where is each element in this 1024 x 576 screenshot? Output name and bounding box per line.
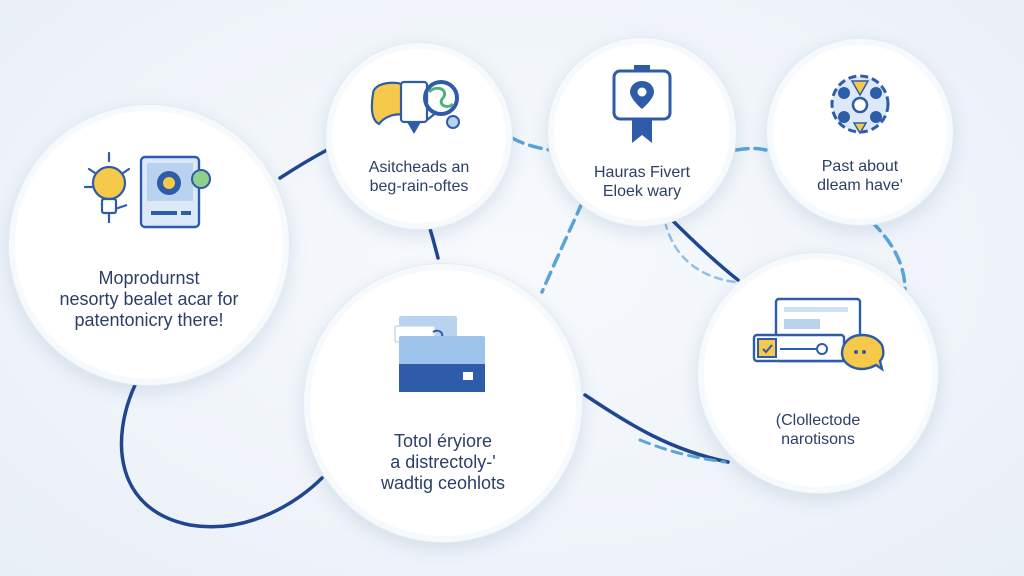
connector-n5-n6-dashed <box>638 438 727 464</box>
node-3-label: Hauras Fivert Eloek wary <box>593 164 691 200</box>
diagram-node-3: Hauras Fivert Eloek wary <box>547 37 737 227</box>
connector-n5-n6 <box>583 393 730 464</box>
location-badge-icon <box>610 63 674 152</box>
idea-bulb-tablet-icon <box>79 149 219 238</box>
tools-hand-icon <box>367 76 471 145</box>
diagram-node-4: Past about dleam have' <box>766 38 954 226</box>
connector-n1-n2 <box>278 148 329 180</box>
connector-n3-n4 <box>734 146 768 152</box>
diagram-node-2: Asitcheads an beg-rain-oftes <box>325 42 513 230</box>
connector-n2-n3 <box>510 136 552 152</box>
diagram-node-6: (Clollectode narotisons <box>697 252 939 494</box>
connector-n4-n6 <box>870 220 907 292</box>
connector-n3-n6-arc <box>663 220 737 284</box>
connector-n3-n5 <box>540 201 584 294</box>
connector-n1-n5 <box>119 383 324 529</box>
browser-chat-icon <box>750 297 886 386</box>
node-5-label: Totol éryiore a distrectoly-' wadtig ceo… <box>380 431 506 493</box>
node-2-label: Asitcheads an beg-rain-oftes <box>368 159 470 195</box>
node-1-label: Moprodurnst nesorty bealet acar for pate… <box>59 268 239 330</box>
cards-stack-icon <box>393 312 493 401</box>
diagram-node-1: Moprodurnst nesorty bealet acar for pate… <box>8 104 290 386</box>
diagram-node-5: Totol éryiore a distrectoly-' wadtig ceo… <box>303 263 583 543</box>
node-4-label: Past about dleam have' <box>817 158 903 194</box>
gear-network-icon <box>820 69 900 144</box>
connector-n3-n6 <box>666 214 740 282</box>
node-6-label: (Clollectode narotisons <box>775 412 861 448</box>
